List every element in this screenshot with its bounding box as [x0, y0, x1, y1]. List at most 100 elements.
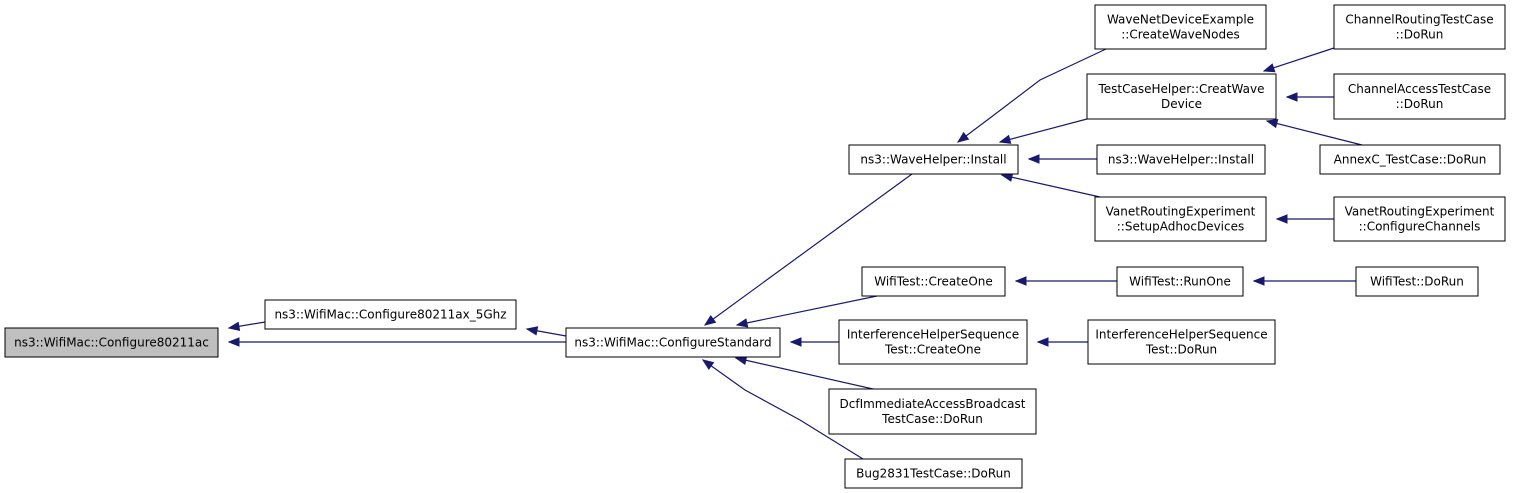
node-label: InterferenceHelperSequence: [1095, 328, 1267, 342]
arrowhead-icon: [735, 318, 749, 328]
arrowhead-icon: [1036, 337, 1049, 347]
node-label: InterferenceHelperSequence: [847, 328, 1019, 342]
node-n18[interactable]: WifiTest::DoRun: [1355, 266, 1479, 297]
node-label: ns3::WifiMac::Configure80211ac: [14, 336, 209, 350]
node-n1[interactable]: ns3::WifiMac::Configure80211ax_5Ghz: [264, 299, 517, 330]
arrowhead-icon: [1265, 118, 1279, 129]
arrowhead-icon: [701, 359, 715, 370]
edge-line: [704, 173, 913, 326]
edge-line: [957, 48, 1107, 143]
node-label: ChannelRoutingTestCase: [1345, 13, 1493, 27]
node-n6[interactable]: DcfImmediateAccessBroadcastTestCase::DoR…: [828, 388, 1037, 435]
node-label: ChannelAccessTestCase: [1348, 82, 1491, 96]
arrowhead-icon: [1275, 214, 1288, 224]
node-box[interactable]: [1333, 4, 1506, 50]
edge-n5-to-n2: [789, 337, 839, 347]
node-box[interactable]: [844, 458, 1023, 489]
node-n16[interactable]: AnnexC_TestCase::DoRun: [1319, 144, 1501, 175]
node-label: Device: [1161, 97, 1202, 111]
edge-n15-to-n9: [1285, 92, 1334, 102]
arrowhead-icon: [525, 326, 539, 336]
node-label: WifiTest::CreateOne: [874, 275, 993, 289]
arrowhead-icon: [1014, 276, 1027, 286]
edge-line: [1266, 120, 1363, 146]
node-n3[interactable]: ns3::WaveHelper::Install: [848, 144, 1019, 175]
node-box[interactable]: [838, 319, 1028, 365]
node-box[interactable]: [1355, 266, 1479, 297]
node-n10[interactable]: ns3::WaveHelper::Install: [1096, 144, 1266, 175]
node-n15[interactable]: ChannelAccessTestCase::DoRun: [1333, 73, 1506, 120]
node-n4[interactable]: WifiTest::CreateOne: [861, 266, 1006, 297]
node-label: TestCase::DoRun: [881, 412, 983, 426]
node-n2[interactable]: ns3::WifiMac::ConfigureStandard: [565, 327, 781, 358]
node-n11[interactable]: VanetRoutingExperiment::SetupAdhocDevice…: [1094, 196, 1267, 242]
edge-n4-to-n2: [735, 295, 878, 328]
node-n0[interactable]: ns3::WifiMac::Configure80211ac: [4, 327, 219, 358]
edge-n13-to-n5: [1036, 337, 1088, 347]
node-box[interactable]: [1096, 144, 1266, 175]
arrowhead-icon: [1285, 92, 1298, 102]
node-label: ns3::WaveHelper::Install: [860, 153, 1006, 167]
edge-n17-to-n11: [1275, 214, 1334, 224]
node-box[interactable]: [264, 299, 517, 330]
edge-line: [702, 359, 864, 460]
node-box[interactable]: [861, 266, 1006, 297]
node-n14[interactable]: ChannelRoutingTestCase::DoRun: [1333, 4, 1506, 50]
node-box[interactable]: [828, 388, 1037, 435]
node-n12[interactable]: WifiTest::RunOne: [1116, 266, 1244, 297]
arrowhead-icon: [703, 314, 717, 326]
edge-line: [736, 295, 878, 326]
edge-n18-to-n12: [1252, 276, 1356, 286]
node-n17[interactable]: VanetRoutingExperiment::ConfigureChannel…: [1333, 196, 1506, 242]
node-label: WifiTest::DoRun: [1370, 275, 1464, 289]
edge-n2-to-n1: [525, 326, 567, 337]
node-n5[interactable]: InterferenceHelperSequenceTest::CreateOn…: [838, 319, 1028, 365]
edge-n3-to-n2: [703, 173, 913, 326]
arrowhead-icon: [1252, 276, 1265, 286]
edge-n1-to-n0: [227, 321, 266, 331]
arrowhead-icon: [1027, 154, 1040, 164]
edge-n7-to-n2: [701, 359, 864, 460]
edge-n12-to-n4: [1014, 276, 1117, 286]
node-n8[interactable]: WaveNetDeviceExample::CreateWaveNodes: [1094, 4, 1267, 50]
arrowhead-icon: [1262, 63, 1276, 73]
node-box[interactable]: [1094, 4, 1267, 50]
node-box[interactable]: [848, 144, 1019, 175]
edge-line: [999, 118, 1088, 143]
node-box[interactable]: [1319, 144, 1501, 175]
edge-n14-to-n9: [1262, 47, 1335, 73]
node-label: ::ConfigureChannels: [1359, 220, 1481, 234]
node-n7[interactable]: Bug2831TestCase::DoRun: [844, 458, 1023, 489]
node-box[interactable]: [4, 327, 219, 358]
node-box[interactable]: [1116, 266, 1244, 297]
node-box[interactable]: [1333, 196, 1506, 242]
node-box[interactable]: [1333, 73, 1506, 120]
edge-n16-to-n9: [1265, 118, 1363, 146]
node-label: ::DoRun: [1396, 97, 1444, 111]
node-label: VanetRoutingExperiment: [1345, 205, 1495, 219]
edge-n9-to-n3: [998, 118, 1088, 144]
node-box[interactable]: [1094, 196, 1267, 242]
node-label: DcfImmediateAccessBroadcast: [840, 397, 1026, 411]
node-box[interactable]: [565, 327, 781, 358]
node-label: ::CreateWaveNodes: [1121, 28, 1239, 42]
node-label: VanetRoutingExperiment: [1106, 205, 1256, 219]
nodes-layer: ns3::WifiMac::Configure80211ac ns3::WifiM…: [4, 4, 1506, 489]
node-label: TestCaseHelper::CreatWave: [1098, 82, 1265, 96]
node-label: Test::CreateOne: [884, 343, 981, 357]
node-label: ns3::WaveHelper::Install: [1108, 153, 1254, 167]
node-label: ns3::WifiMac::ConfigureStandard: [574, 336, 771, 350]
node-label: WaveNetDeviceExample: [1107, 13, 1254, 27]
node-label: Bug2831TestCase::DoRun: [856, 467, 1011, 481]
node-box[interactable]: [1087, 319, 1276, 365]
edges-layer: [227, 47, 1363, 460]
edge-line: [1001, 174, 1101, 198]
edge-n10-to-n3: [1027, 154, 1097, 164]
node-box[interactable]: [1086, 73, 1277, 120]
node-label: Test::DoRun: [1145, 343, 1217, 357]
arrowhead-icon: [956, 131, 970, 143]
edge-n8-to-n3: [956, 48, 1107, 143]
